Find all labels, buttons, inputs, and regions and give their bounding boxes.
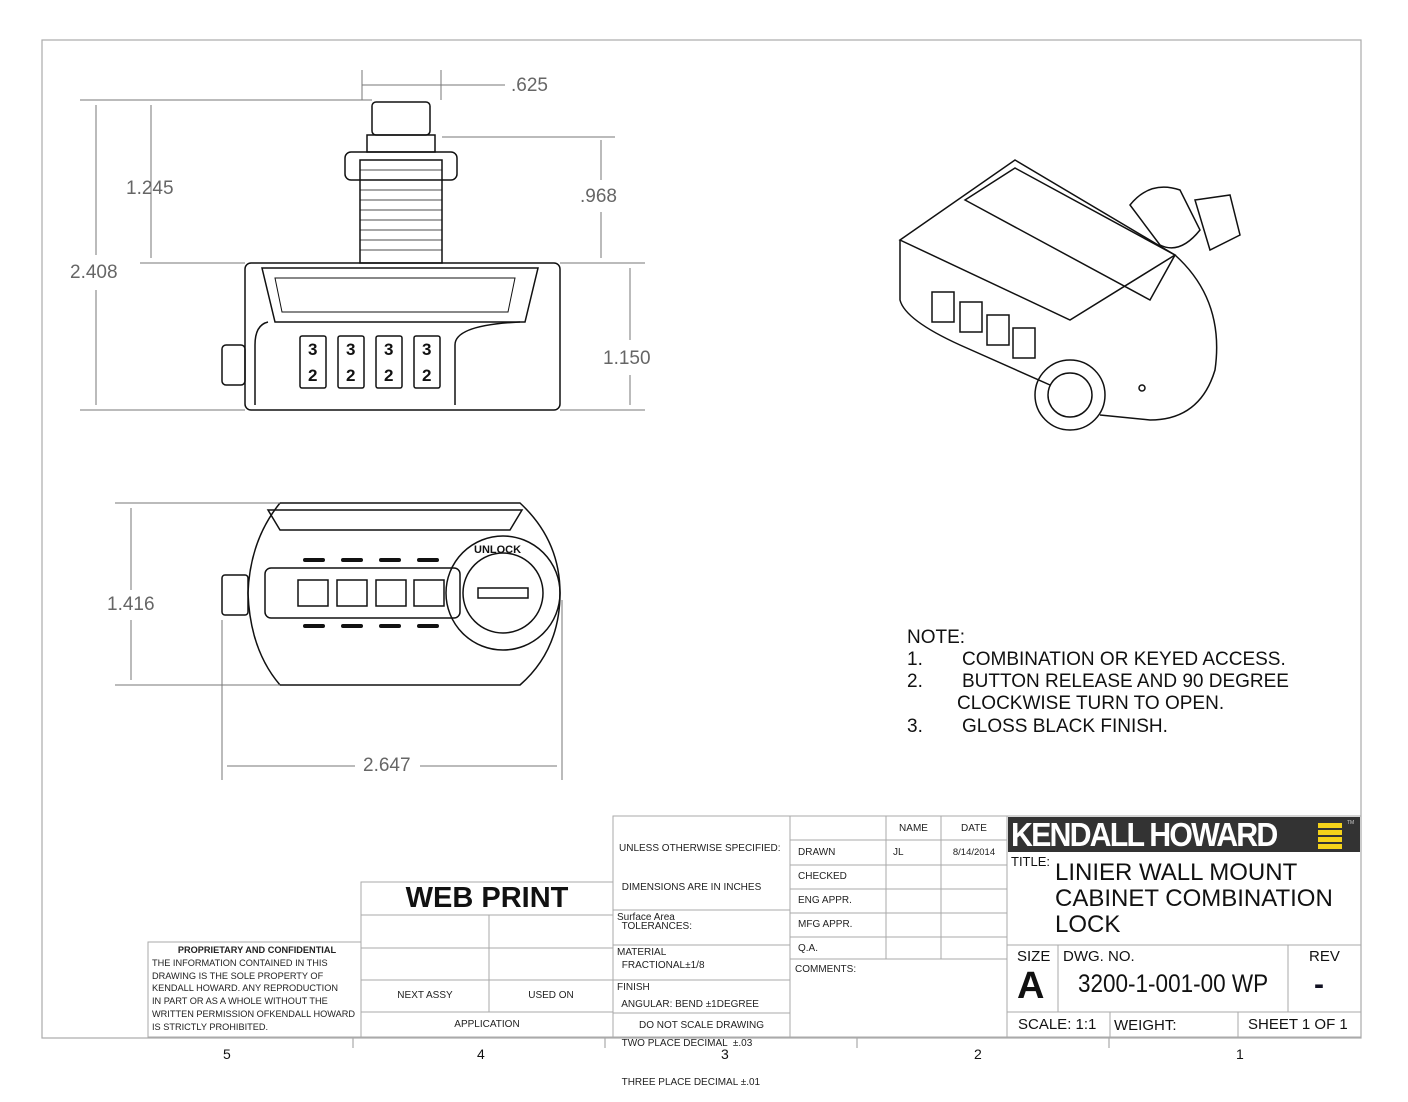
dial-digit: 2 [308,366,318,385]
proprietary-line: IN PART OR AS A WHOLE WITHOUT THE [152,996,328,1007]
name-header: NAME [899,823,928,834]
dim-body-height: 1.150 [603,348,651,369]
logo-stripes-icon [1318,823,1342,849]
proprietary-line: WRITTEN PERMISSION OFKENDALL HOWARD [152,1008,355,1019]
front-view [221,101,561,411]
dial-digit: 3 [384,340,394,359]
title-line: LOCK [1055,911,1121,938]
note-text-continued: CLOCKWISE TURN TO OPEN. [957,693,1225,714]
checked-label: CHECKED [798,871,847,882]
top-view [221,502,561,686]
zone-label: 4 [477,1046,485,1062]
finish-label: FINISH [617,982,650,993]
sheet-border [41,39,1362,1039]
dim-depth: 1.416 [107,594,155,615]
rev-value: - [1314,968,1324,1001]
size-value: A [1017,965,1045,1007]
unlock-label: UNLOCK [474,544,522,556]
size-label: SIZE [1017,948,1051,965]
company-logo: KENDALL HOWARD [1011,816,1278,853]
dial-digit: 2 [384,366,394,385]
notes-heading: NOTE: [907,627,966,648]
dim-overall-height: 2.408 [70,262,118,283]
tolerance-line: UNLESS OTHERWISE SPECIFIED: [619,843,781,854]
trademark: TM [1347,820,1355,826]
note-number: 2. [907,671,923,692]
tolerance-line: TWO PLACE DECIMAL ±.03 [619,1038,753,1049]
drawn-name: JL [893,847,904,858]
drawn-label: DRAWN [798,847,836,858]
proprietary-line: IS STRICTLY PROHIBITED. [152,1021,269,1032]
proprietary-line: DRAWING IS THE SOLE PROPERTY OF [152,970,324,981]
note-number: 1. [907,649,923,670]
dial-digit: 2 [422,366,432,385]
do-not-scale-label: DO NOT SCALE DRAWING [638,1020,764,1031]
drawing-title: LINIER WALL MOUNT CABINET COMBINATION LO… [1055,860,1333,938]
weight-label: WEIGHT: [1114,1017,1177,1034]
tolerance-line: ANGULAR: BEND ±1DEGREE [619,999,759,1010]
top-view-dimension-lines [115,502,563,780]
note-text: BUTTON RELEASE AND 90 DEGREE [962,671,1289,692]
zone-label: 2 [974,1046,982,1062]
dim-stud-height: 1.245 [126,178,174,199]
proprietary-line: KENDALL HOWARD. ANY REPRODUCTION [152,983,338,994]
eng-appr-label: ENG APPR. [798,895,852,906]
comments-label: COMMENTS: [795,964,857,975]
title-label: TITLE: [1011,854,1051,869]
dial-digit: 3 [308,340,318,359]
mfg-appr-label: MFG APPR. [798,919,853,930]
tolerances-note: UNLESS OTHERWISE SPECIFIED: DIMENSIONS A… [619,816,781,1102]
sheet-label: SHEET 1 OF 1 [1248,1016,1348,1033]
front-view-dimension-lines [80,70,645,411]
dim-thread-length: .968 [580,186,617,207]
tolerance-line: THREE PLACE DECIMAL ±.01 [619,1077,761,1088]
rev-label: REV [1309,948,1340,965]
qa-label: Q.A. [798,943,819,954]
zone-label: 5 [223,1046,231,1062]
dial-digit: 3 [422,340,432,359]
dial-digit: 2 [346,366,356,385]
note-number: 3. [907,716,923,737]
tolerance-line: TOLERANCES: [619,921,692,932]
dwg-no-value: 3200-1-001-00 WP [1078,970,1269,998]
material-label: MATERIAL [617,947,667,958]
logo-background [1008,817,1360,852]
note-text: GLOSS BLACK FINISH. [962,716,1168,737]
proprietary-notice: PROPRIETARY AND CONFIDENTIAL THE INFORMA… [152,944,362,1034]
zone-label: 1 [1236,1046,1244,1062]
isometric-view [898,159,1241,431]
next-assy-label: NEXT ASSY [397,990,453,1001]
application-label: APPLICATION [454,1019,520,1030]
dim-width: 2.647 [363,755,411,776]
date-header: DATE [961,823,987,834]
dim-stud-width: .625 [511,75,548,96]
surface-area-label: Surface Area [617,912,675,923]
web-print-label: WEB PRINT [405,882,569,914]
dial-digit: 3 [346,340,356,359]
used-on-label: USED ON [528,990,574,1001]
tolerance-line: FRACTIONAL±1/8 [619,960,705,971]
dwg-no-label: DWG. NO. [1063,948,1135,965]
proprietary-heading: PROPRIETARY AND CONFIDENTIAL [177,945,337,955]
scale-label: SCALE: 1:1 [1018,1016,1097,1033]
title-line: CABINET COMBINATION [1055,885,1333,912]
note-text: COMBINATION OR KEYED ACCESS. [962,649,1286,670]
tolerance-line: DIMENSIONS ARE IN INCHES [619,882,762,893]
zone-label: 3 [721,1046,729,1062]
title-line: LINIER WALL MOUNT [1055,859,1298,886]
drawn-date: 8/14/2014 [952,847,996,858]
proprietary-line: THE INFORMATION CONTAINED IN THIS [152,957,328,968]
